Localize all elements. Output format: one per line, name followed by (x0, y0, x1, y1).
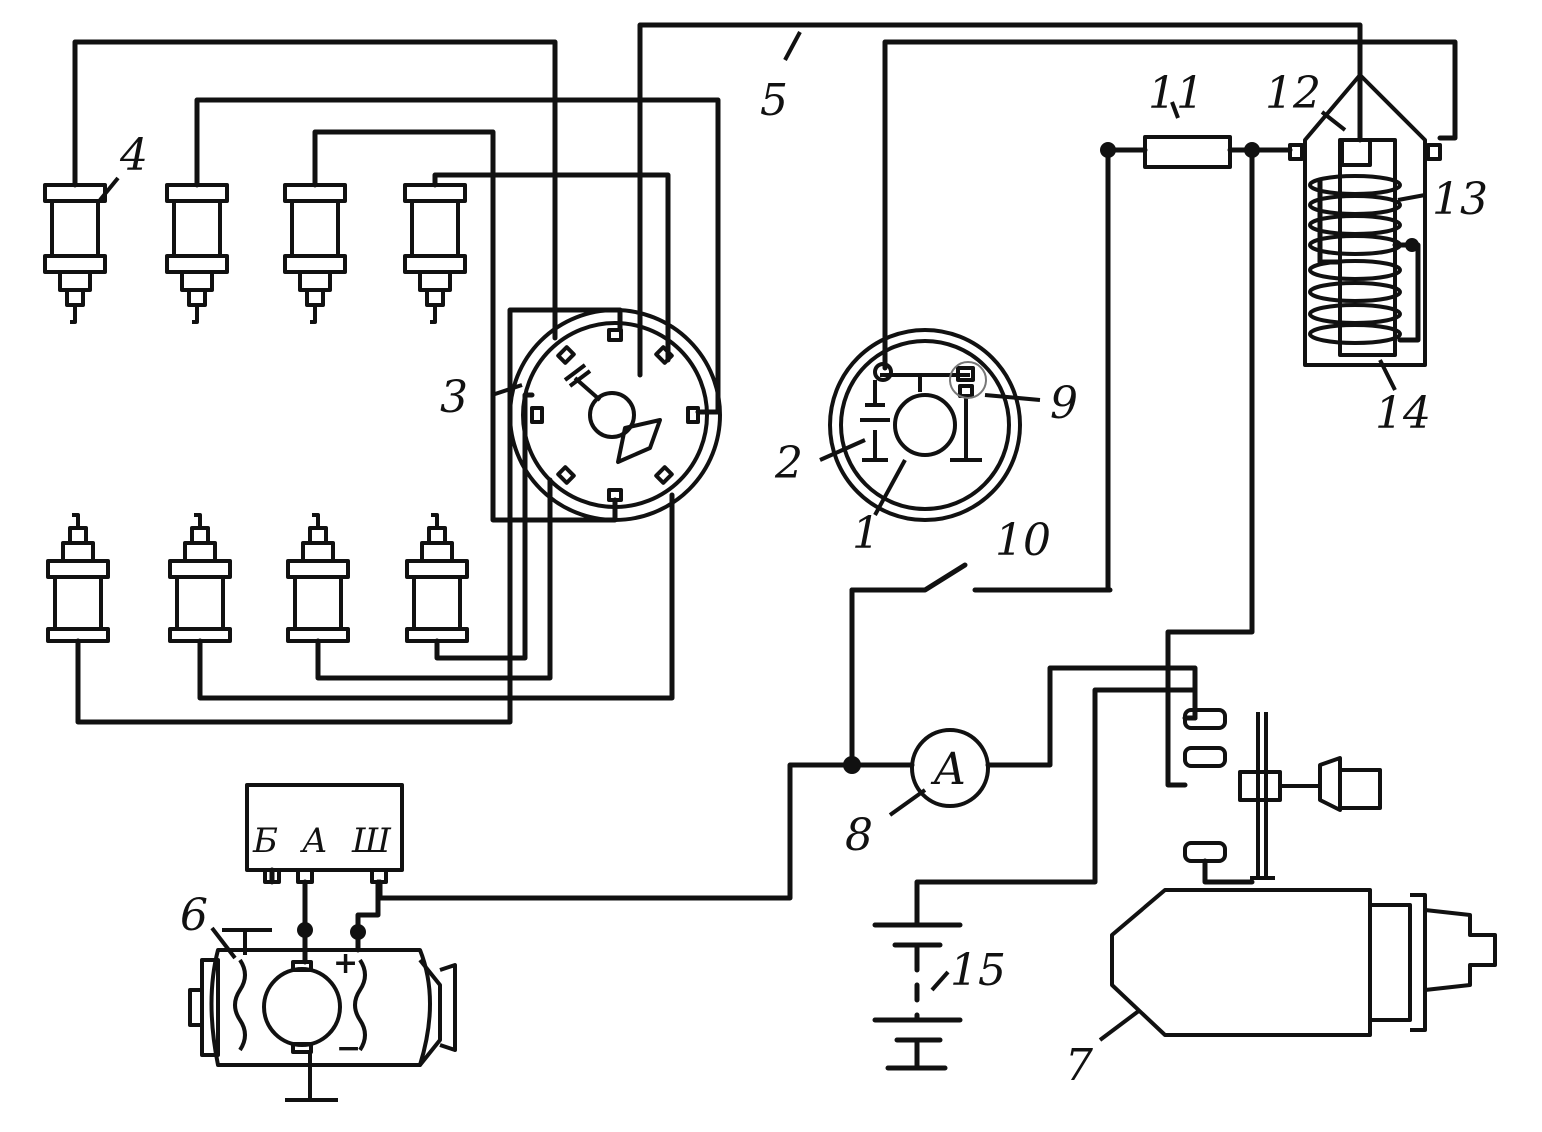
breaker-contact-points (956, 366, 975, 382)
spark-plug-top-1 (43, 183, 107, 324)
generator-plus-sign: + (333, 946, 358, 981)
wiring (72, 22, 1458, 965)
spark-plug-bottom-1 (46, 513, 110, 643)
voltage-regulator: Б А Ш (245, 783, 404, 884)
label-1: 1 (852, 508, 880, 559)
label-2: 2 (774, 438, 803, 489)
spark-plug-top-2 (165, 183, 229, 324)
label-10: 10 (995, 515, 1051, 566)
leader-lines (98, 31, 1426, 1042)
regulator-terminal-b-label: Б (252, 821, 278, 861)
label-13: 13 (1432, 174, 1488, 225)
regulator-terminal-a-label: А (300, 821, 328, 861)
spark-plug-top-3 (283, 183, 347, 324)
contact-breaker (828, 328, 1022, 522)
spark-plugs-top-row (43, 183, 467, 324)
ammeter-symbol: A (930, 744, 966, 795)
label-14: 14 (1375, 388, 1431, 439)
starter-motor (1110, 888, 1497, 1037)
distributor (508, 308, 722, 522)
generator-minus-sign: − (336, 1031, 361, 1066)
spark-plug-bottom-3 (286, 513, 350, 643)
ignition-coil (1288, 73, 1442, 367)
label-8: 8 (845, 810, 873, 861)
spark-plug-bottom-2 (168, 513, 232, 643)
label-12: 12 (1265, 68, 1321, 119)
label-11: 11 (1148, 68, 1204, 119)
spark-plug-bottom-4 (405, 513, 469, 643)
label-9: 9 (1050, 378, 1078, 429)
label-6: 6 (180, 890, 208, 941)
label-15: 15 (950, 945, 1006, 996)
ammeter: A (910, 728, 990, 808)
label-5: 5 (760, 75, 788, 126)
spark-plug-top-4 (403, 183, 467, 324)
starter-switch (1183, 708, 1382, 880)
coil-windings (1308, 174, 1402, 345)
component-labels: 1 2 3 4 5 6 7 8 9 10 11 12 13 14 15 (119, 68, 1488, 1091)
label-3: 3 (440, 372, 468, 423)
junction-dots (297, 142, 1260, 940)
battery (872, 922, 963, 1071)
distributor-rotor (563, 363, 662, 464)
distributor-cap-contacts (530, 328, 700, 502)
breaker-cam (893, 393, 957, 457)
label-4: 4 (119, 130, 148, 181)
ignition-switch (849, 562, 1113, 593)
capacitor-symbol (860, 380, 890, 462)
spark-plugs-bottom-row (46, 513, 469, 643)
regulator-terminal-sh-label: Ш (351, 821, 392, 861)
resistor (1143, 135, 1232, 169)
label-7: 7 (1065, 1040, 1093, 1091)
generator: + − (188, 928, 457, 1102)
coil-hv-terminal (1340, 138, 1372, 167)
